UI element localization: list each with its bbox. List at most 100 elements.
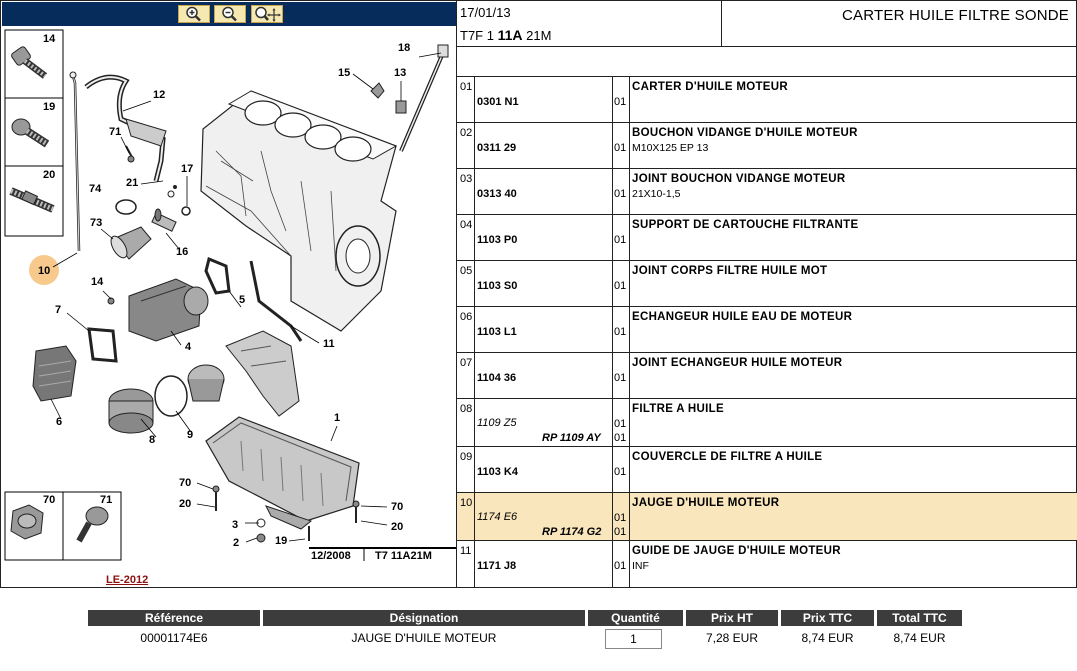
callout-leader <box>170 330 182 346</box>
callout-leader <box>122 100 152 112</box>
stud-20-drawing <box>9 187 55 213</box>
title-cell: CARTER HUILE FILTRE SONDE <box>721 1 1077 47</box>
callout-15[interactable]: 15 <box>338 67 350 79</box>
callout-10[interactable]: 10 <box>38 265 50 277</box>
part-quantity: 01 <box>614 96 627 108</box>
row-divider <box>612 123 613 168</box>
part-reference: 1103 K4 <box>477 466 518 478</box>
callout-70[interactable]: 70 <box>43 494 55 506</box>
part-designation: SUPPORT DE CARTOUCHE FILTRANTE <box>632 219 859 231</box>
callout-71[interactable]: 71 <box>100 494 112 506</box>
exchanger-6-drawing <box>32 345 77 402</box>
callout-16[interactable]: 16 <box>176 246 188 258</box>
washer-17-drawing <box>167 185 191 216</box>
callout-leader <box>418 52 442 58</box>
le-2012-link[interactable]: LE-2012 <box>106 574 149 586</box>
callout-18[interactable]: 18 <box>398 42 410 54</box>
callout-21[interactable]: 21 <box>126 177 138 189</box>
part-reference: 1103 P0 <box>477 234 518 246</box>
row-divider <box>474 123 475 168</box>
callout-leader <box>120 136 130 154</box>
zoom-move-icon[interactable] <box>251 5 283 23</box>
part-quantity: 01 <box>614 188 627 200</box>
row-divider <box>474 353 475 398</box>
callout-leader <box>360 520 388 526</box>
part-quantity: 01 <box>614 512 627 524</box>
cell-prix-ht: 7,28 EUR <box>705 631 759 645</box>
row-divider <box>612 215 613 260</box>
row-divider <box>474 447 475 492</box>
callout-70[interactable]: 70 <box>391 501 403 513</box>
part-designation: JAUGE D'HUILE MOTEUR <box>632 497 780 509</box>
screw-14-drawing <box>11 46 48 79</box>
callout-74[interactable]: 74 <box>89 183 102 195</box>
callout-leader <box>140 418 157 438</box>
callout-17[interactable]: 17 <box>181 163 193 175</box>
callout-7[interactable]: 7 <box>55 304 61 316</box>
zoom-in-icon[interactable] <box>178 5 210 23</box>
part-reference: 0311 29 <box>477 142 517 154</box>
callout-14[interactable]: 14 <box>43 33 56 45</box>
col-prix-ttc-header: Prix TTC <box>781 610 874 626</box>
row-divider <box>629 353 630 398</box>
quantity-input[interactable] <box>605 629 662 649</box>
row-divider <box>474 493 475 540</box>
callout-1[interactable]: 1 <box>334 412 340 424</box>
callout-8[interactable]: 8 <box>149 434 155 446</box>
callout-leader <box>360 505 388 508</box>
nozzle-15-drawing <box>370 82 385 99</box>
dipstick-guide-12-drawing <box>84 74 167 182</box>
catalog-date: 17/01/13 <box>460 5 511 20</box>
part-rp-reference: RP 1109 AY <box>542 432 601 444</box>
callout-5[interactable]: 5 <box>239 294 245 306</box>
callout-leader <box>196 482 214 490</box>
exploded-parts-diagram[interactable]: 12/2008 T7 11A21M 1419201815131271211774… <box>1 26 457 588</box>
callout-9[interactable]: 9 <box>187 429 193 441</box>
callout-2[interactable]: 2 <box>233 537 239 549</box>
callout-70[interactable]: 70 <box>179 477 191 489</box>
callout-20[interactable]: 20 <box>43 169 55 181</box>
callout-19[interactable]: 19 <box>43 101 55 113</box>
callout-11[interactable]: 11 <box>323 338 335 350</box>
col-quantity-header: Quantité <box>588 610 683 626</box>
part-quantity: 01 <box>614 560 627 572</box>
callout-3[interactable]: 3 <box>232 519 238 531</box>
callout-19[interactable]: 19 <box>275 535 287 547</box>
seal-7-drawing <box>87 327 118 363</box>
callout-20[interactable]: 20 <box>179 498 191 510</box>
part-reference: 1103 S0 <box>477 280 518 292</box>
callout-71[interactable]: 71 <box>109 126 121 138</box>
part-designation: COUVERCLE DE FILTRE A HUILE <box>632 451 823 463</box>
callout-12[interactable]: 12 <box>153 89 165 101</box>
zoom-out-icon[interactable] <box>214 5 246 23</box>
callout-73[interactable]: 73 <box>90 217 102 229</box>
callout-leader <box>288 538 306 542</box>
callout-13[interactable]: 13 <box>394 67 406 79</box>
callout-20[interactable]: 20 <box>391 521 403 533</box>
code-prefix: T7F 1 <box>460 28 498 43</box>
callout-highlight <box>29 255 59 285</box>
row-divider <box>629 447 630 492</box>
sensor-16-drawing <box>151 208 177 232</box>
screw-71-drawing <box>76 506 109 543</box>
callout-6[interactable]: 6 <box>56 416 62 428</box>
part-index: 04 <box>460 219 473 231</box>
callout-4[interactable]: 4 <box>185 341 192 353</box>
callout-14[interactable]: 14 <box>91 276 104 288</box>
part-reference: 1171 J8 <box>477 560 517 572</box>
part-designation: JOINT CORPS FILTRE HUILE MOT <box>632 265 828 277</box>
part-reference: 1109 Z5 <box>477 417 517 429</box>
zoom-toolbar <box>2 2 456 26</box>
cell-prix-ttc: 8,74 EUR <box>801 631 854 645</box>
